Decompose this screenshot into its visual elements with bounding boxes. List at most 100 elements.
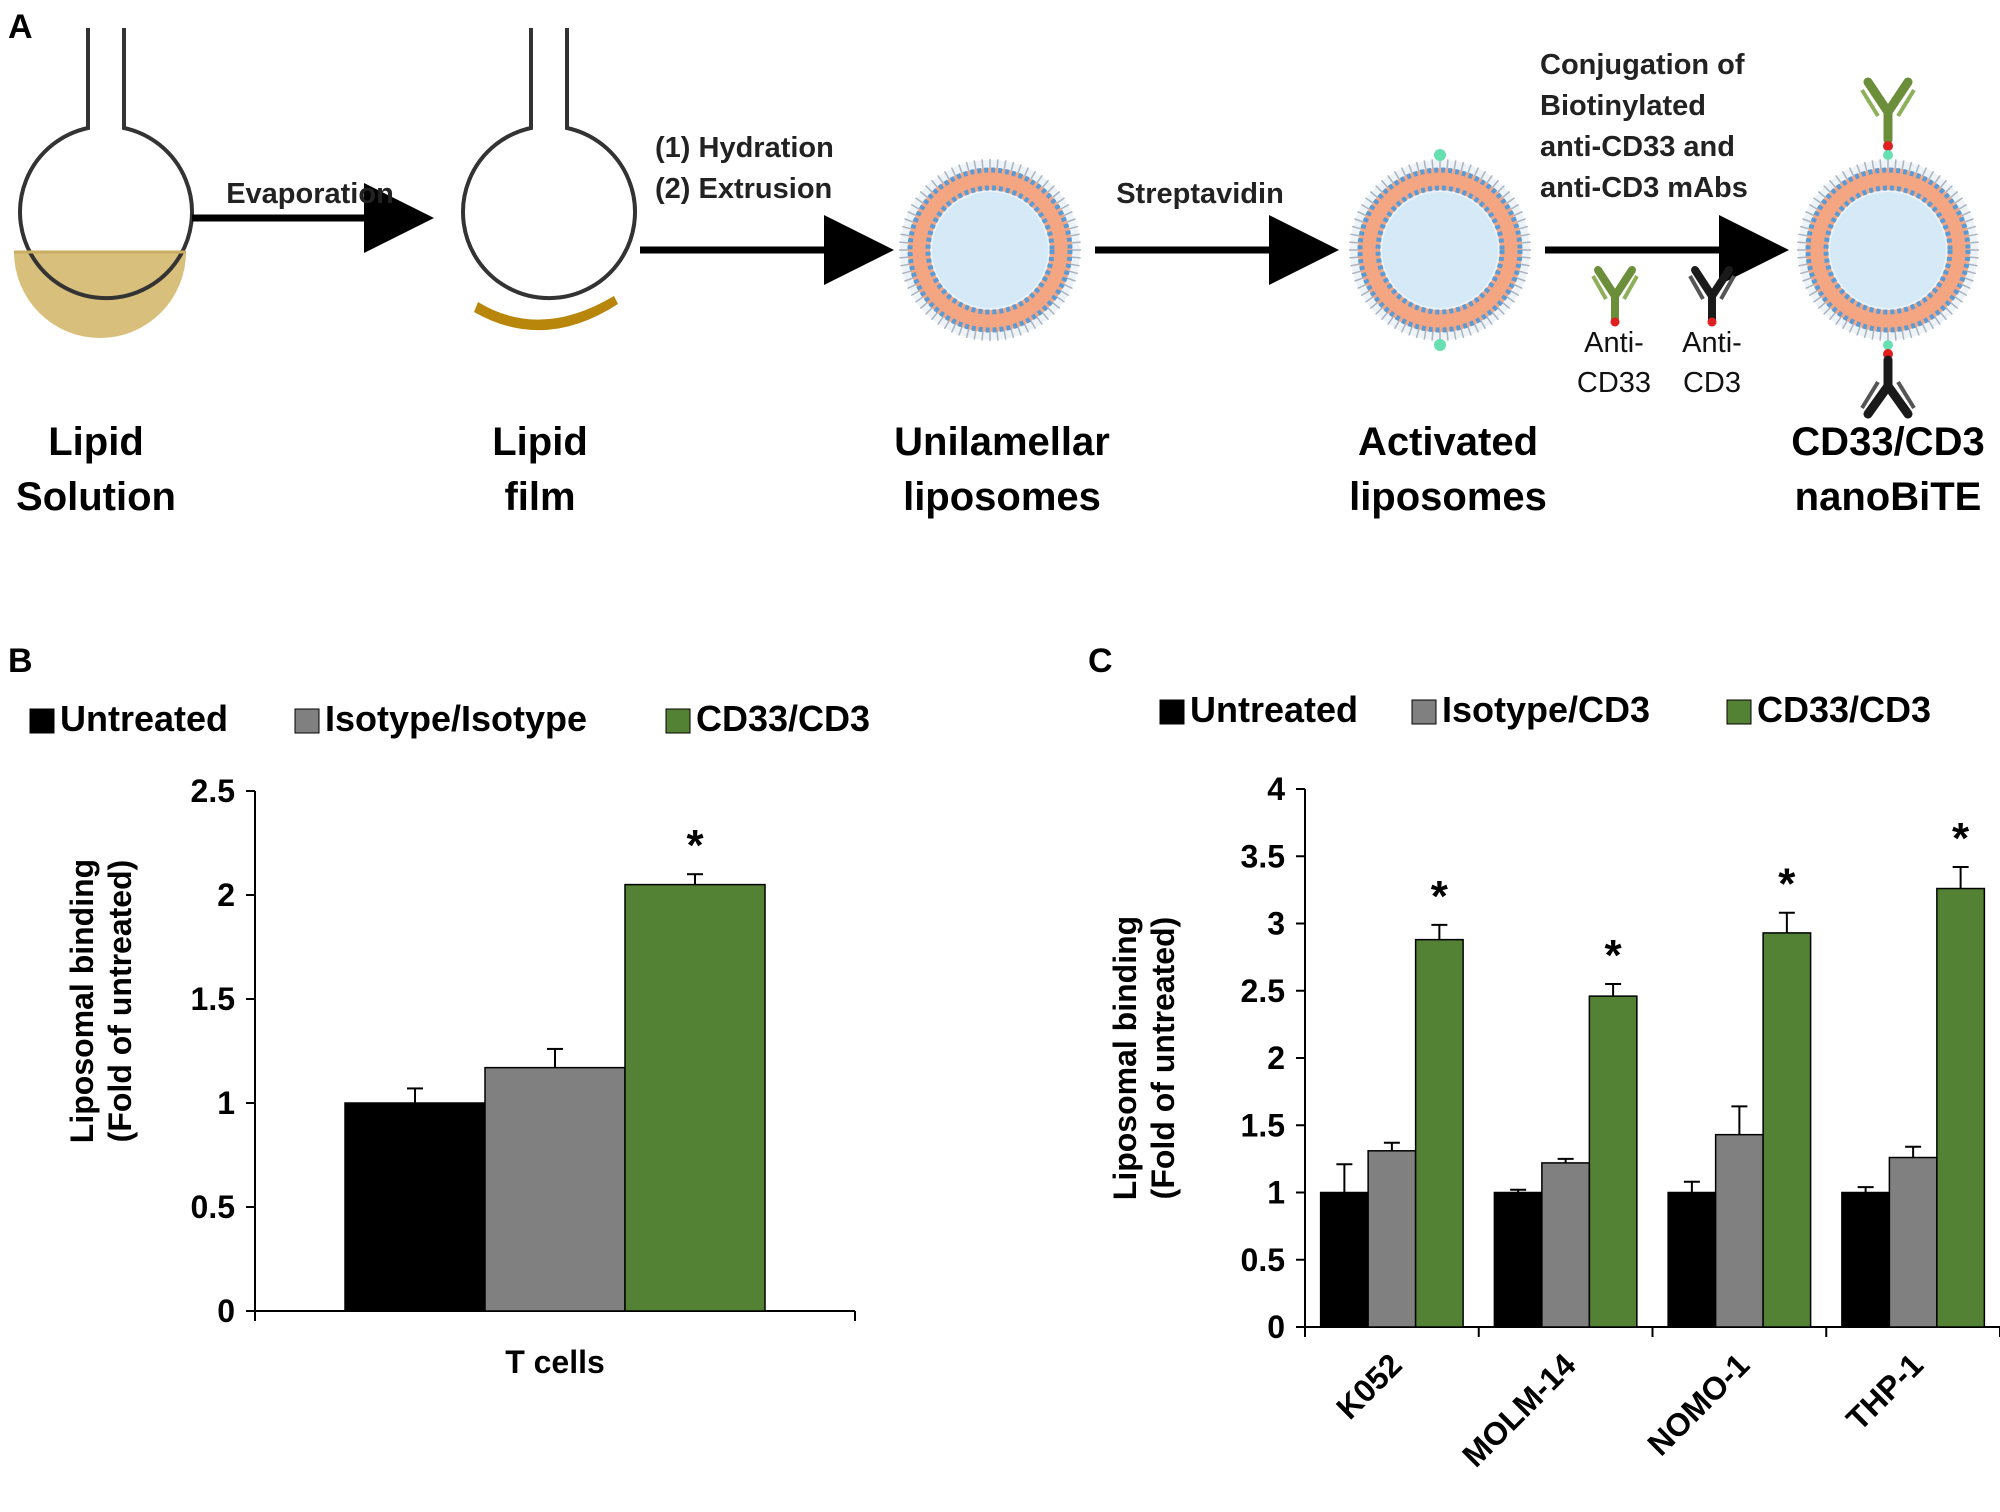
anti-cd3-label-line-1: Anti- bbox=[1682, 327, 1742, 359]
chart-b-y-axis-label-0: Liposomal binding bbox=[64, 859, 100, 1143]
chart-b-y-tick-label: 0.5 bbox=[191, 1189, 235, 1225]
chart-b-legend-label-1: Isotype/Isotype bbox=[325, 698, 587, 739]
chart-b-y-tick-label: 1.5 bbox=[191, 981, 235, 1017]
chart-c-significance-star: * bbox=[1952, 814, 1970, 863]
lipid-tail-layer bbox=[1358, 168, 1522, 332]
chart-c-y-tick-label: 3 bbox=[1267, 906, 1285, 942]
stage-4-line-2: liposomes bbox=[1349, 475, 1547, 519]
flask-lipid-film-icon bbox=[461, 28, 637, 331]
chart-c-bar bbox=[1762, 932, 1812, 1328]
chart-c-bar bbox=[1414, 938, 1464, 1328]
chart-c-legend-label-2: CD33/CD3 bbox=[1757, 689, 1931, 730]
inner-lipid-heads bbox=[1375, 185, 1505, 315]
inner-lipid-heads bbox=[925, 185, 1055, 315]
chart-b-bar bbox=[484, 1066, 626, 1312]
chart-c-y-axis-label-0: Liposomal binding bbox=[1107, 916, 1143, 1200]
flask-1-liquid bbox=[14, 252, 186, 338]
chart-c-y-tick-label: 1.5 bbox=[1241, 1107, 1285, 1143]
chart-c-bar bbox=[1936, 887, 1986, 1328]
chart-c-significance-star: * bbox=[1605, 931, 1623, 980]
lipid-tail-layer bbox=[908, 168, 1072, 332]
outer-lipid-heads bbox=[1357, 167, 1523, 333]
chart-b-legend-swatch-1 bbox=[294, 708, 320, 734]
stage-1-line-1: Lipid bbox=[48, 420, 144, 464]
aqueous-core bbox=[1382, 192, 1498, 308]
stage-3-line-1: Unilamellar bbox=[894, 420, 1110, 464]
chart-c-category-label: THP-1 bbox=[1839, 1346, 1930, 1437]
stage-2-line-2: film bbox=[504, 475, 575, 519]
stage-4-line-1: Activated bbox=[1358, 420, 1538, 464]
chart-b-y-tick-label: 2 bbox=[217, 877, 235, 913]
chart-c-bar bbox=[1714, 1133, 1764, 1328]
chart-c-y-axis-label-1: (Fold of untreated) bbox=[1145, 917, 1181, 1200]
chart-c-y-tick-label: 1 bbox=[1267, 1175, 1285, 1211]
streptavidin-bottom-icon bbox=[1434, 339, 1446, 351]
streptavidin-top-icon bbox=[1434, 149, 1446, 161]
flask-lipid-solution-icon bbox=[14, 28, 194, 338]
chart-c-bar bbox=[1493, 1191, 1543, 1328]
chart-c-bar bbox=[1841, 1191, 1891, 1328]
chart-b-category-label: T cells bbox=[505, 1344, 605, 1380]
liposome-nanobite-icon bbox=[1797, 159, 1979, 341]
chart-c-y-tick-label: 2.5 bbox=[1241, 973, 1285, 1009]
stage-1-line-2: Solution bbox=[16, 475, 176, 519]
chart-c-y-tick-label: 0.5 bbox=[1241, 1242, 1285, 1278]
chart-c-bar bbox=[1888, 1156, 1938, 1328]
chart-b-legend-label-0: Untreated bbox=[60, 698, 228, 739]
chart-b-legend-label-2: CD33/CD3 bbox=[696, 698, 870, 739]
step-streptavidin: Streptavidin bbox=[1116, 178, 1284, 210]
chart-c-bar bbox=[1588, 995, 1638, 1328]
chart-c-legend-label-1: Isotype/CD3 bbox=[1442, 689, 1650, 730]
chart-c-y-tick-label: 0 bbox=[1267, 1309, 1285, 1345]
chart-c-significance-star: * bbox=[1431, 872, 1449, 921]
chart-c-y-tick-label: 4 bbox=[1267, 771, 1285, 807]
chart-b-legend-swatch-0 bbox=[29, 708, 55, 734]
anti-cd33-label-line-2: CD33 bbox=[1577, 367, 1651, 399]
panel-a-label: A bbox=[8, 8, 33, 46]
outer-lipid-heads bbox=[1805, 167, 1971, 333]
aqueous-core bbox=[932, 192, 1048, 308]
chart-c-category-label: NOMO-1 bbox=[1640, 1346, 1756, 1462]
chart-c-legend-swatch-2 bbox=[1726, 699, 1752, 725]
lipid-tail-layer bbox=[1806, 168, 1970, 332]
chart-b-y-tick-label: 1 bbox=[217, 1085, 235, 1121]
step-conjugation-line-2: Biotinylated bbox=[1540, 90, 1706, 122]
stage-2-line-1: Lipid bbox=[492, 420, 588, 464]
step-conjugation-line-1: Conjugation of bbox=[1540, 49, 1745, 81]
anti-cd3-label-line-2: CD3 bbox=[1683, 367, 1741, 399]
outer-lipid-heads bbox=[907, 167, 1073, 333]
chart-b-y-axis-label-1: (Fold of untreated) bbox=[102, 860, 138, 1143]
chart-c-legend-swatch-0 bbox=[1159, 699, 1185, 725]
stage-3-line-2: liposomes bbox=[903, 475, 1101, 519]
chart-c-bar bbox=[1667, 1191, 1717, 1328]
liposome-activated-icon bbox=[1349, 159, 1531, 341]
chart-b-bar bbox=[344, 1102, 486, 1312]
chart-c-y-tick-label: 3.5 bbox=[1241, 838, 1285, 874]
stage-5-line-1: CD33/CD3 bbox=[1791, 420, 1984, 464]
chart-b-y-tick-label: 2.5 bbox=[191, 773, 235, 809]
chart-c-significance-star: * bbox=[1778, 860, 1796, 909]
inner-lipid-heads bbox=[1823, 185, 1953, 315]
chart-c-legend-swatch-1 bbox=[1411, 699, 1437, 725]
liposome-unilamellar-icon bbox=[899, 159, 1081, 341]
aqueous-core bbox=[1830, 192, 1946, 308]
chart-b-significance-star: * bbox=[686, 821, 704, 870]
step-hydration: (1) Hydration bbox=[655, 132, 834, 164]
anti-cd33-label-line-1: Anti- bbox=[1584, 327, 1644, 359]
flask-2-film bbox=[474, 296, 618, 331]
nanobite-anti-cd33-icon bbox=[1860, 77, 1916, 160]
nanobite-anti-cd3-icon bbox=[1860, 340, 1916, 419]
chart-c-category-label: K052 bbox=[1329, 1346, 1409, 1426]
chart-c-legend-label-0: Untreated bbox=[1190, 689, 1358, 730]
anti-cd3-antibody-icon bbox=[1688, 266, 1736, 327]
panel-b-label: B bbox=[8, 642, 33, 680]
chart-b-bar bbox=[624, 883, 766, 1312]
step-conjugation-line-4: anti-CD3 mAbs bbox=[1540, 172, 1748, 204]
chart-c-bar bbox=[1367, 1150, 1417, 1328]
chart-b-legend-swatch-2 bbox=[665, 708, 691, 734]
stage-5-line-2: nanoBiTE bbox=[1795, 475, 1982, 519]
panel-c-label: C bbox=[1088, 642, 1113, 680]
anti-cd33-antibody-icon bbox=[1591, 266, 1639, 327]
